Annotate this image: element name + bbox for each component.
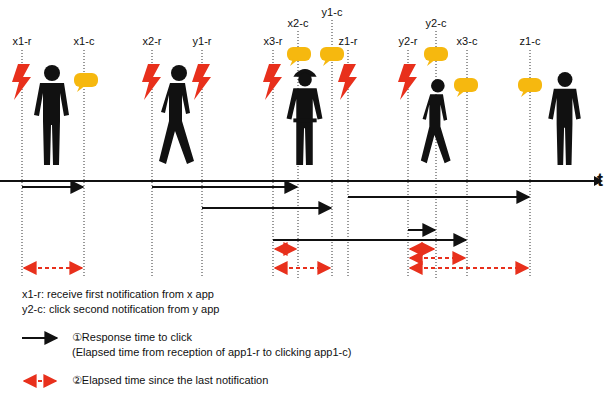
person-silhouettes <box>34 65 581 165</box>
legend-text: ②Elapsed time since the last notificatio… <box>72 374 268 387</box>
legend-text: ①Response time to click <box>72 331 192 344</box>
axis-label: t <box>597 170 603 190</box>
explanation-note: y2-c: click second notification from y a… <box>22 303 219 316</box>
response-arrows <box>22 187 529 240</box>
time-label: x2-c <box>288 17 309 30</box>
legend-detail: (Elapsed time from reception of app1-r t… <box>72 346 351 359</box>
time-label: z1-c <box>520 35 541 48</box>
time-guides <box>22 20 530 278</box>
time-label: y1-c <box>322 6 343 19</box>
time-axis <box>0 176 603 186</box>
time-label: x2-r <box>143 35 162 48</box>
legend-samples <box>22 338 57 381</box>
time-label: x3-r <box>264 35 283 48</box>
notification-bolts <box>12 64 417 100</box>
time-label: z1-r <box>339 35 358 48</box>
time-label: x3-c <box>457 35 478 48</box>
time-label: y2-r <box>399 35 418 48</box>
time-label: y1-r <box>193 35 212 48</box>
time-label: x1-c <box>74 35 95 48</box>
elapsed-arrows <box>24 249 528 268</box>
time-label: x1-r <box>13 35 32 48</box>
response-sample <box>22 337 57 339</box>
explanation-note: x1-r: receive first notification from x … <box>22 288 214 301</box>
time-label: y2-c <box>426 17 447 30</box>
elapsed-sample <box>24 380 56 382</box>
